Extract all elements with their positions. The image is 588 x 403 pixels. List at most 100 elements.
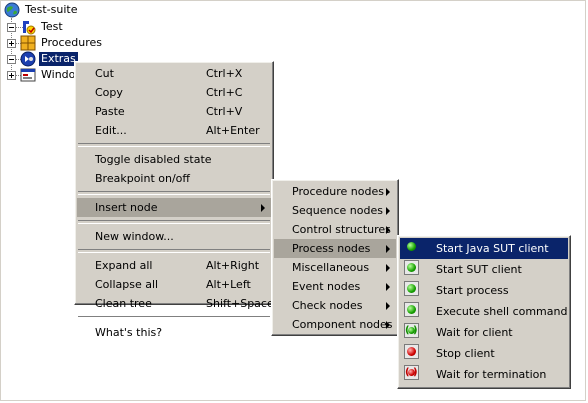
menu-item-edit[interactable]: Edit... Alt+Enter <box>77 121 271 140</box>
collapse-icon[interactable] <box>7 22 16 32</box>
menu-item-cut[interactable]: Cut Ctrl+X <box>77 64 271 83</box>
menu-item-shortcut: Alt+Right <box>206 259 260 272</box>
submenu-arrow-icon <box>386 188 390 196</box>
menu-item-label: Component nodes <box>292 318 393 331</box>
submenu-arrow-icon <box>386 302 390 310</box>
process-item-wait-for-termination[interactable]: ( ) Wait for termination <box>400 364 568 385</box>
submenu-arrow-icon <box>386 321 390 329</box>
process-item-start-sut-client[interactable]: Start SUT client <box>400 259 568 280</box>
menu-item-label: What's this? <box>95 326 163 339</box>
menu-item-label: New window... <box>95 230 174 243</box>
menu-separator <box>78 316 270 320</box>
expand-icon[interactable] <box>7 38 16 48</box>
submenu-item-procedure-nodes[interactable]: Procedure nodes <box>274 182 396 201</box>
menu-item-toggle-disabled[interactable]: Toggle disabled state <box>77 150 271 169</box>
menu-item-insert-node[interactable]: Insert node <box>77 198 271 217</box>
menu-item-shortcut: Ctrl+C <box>206 86 243 99</box>
submenu-item-sequence-nodes[interactable]: Sequence nodes <box>274 201 396 220</box>
green-ball-icon <box>404 302 419 317</box>
menu-item-label: Execute shell command <box>436 305 568 318</box>
menu-item-shortcut: Ctrl+X <box>206 67 243 80</box>
procedures-icon <box>20 35 36 51</box>
globe-icon <box>4 2 20 18</box>
tree-node-label: Test <box>41 20 63 33</box>
menu-separator <box>78 191 270 195</box>
process-item-stop-client[interactable]: Stop client <box>400 343 568 364</box>
menu-item-label: Procedure nodes <box>292 185 384 198</box>
tree-node-root[interactable]: Test-suite <box>4 2 79 18</box>
menu-item-copy[interactable]: Copy Ctrl+C <box>77 83 271 102</box>
menu-separator <box>78 220 270 224</box>
menu-item-label: Paste <box>95 105 125 118</box>
process-nodes-submenu[interactable]: Start Java SUT client Start SUT client S… <box>397 235 571 389</box>
tree-node-extras[interactable]: Extras <box>7 51 79 67</box>
menu-item-breakpoint[interactable]: Breakpoint on/off <box>77 169 271 188</box>
test-icon <box>20 19 36 35</box>
tree-connector <box>16 43 23 44</box>
submenu-item-control-structures[interactable]: Control structures <box>274 220 396 239</box>
menu-item-clean-tree[interactable]: Clean tree Shift+Space <box>77 294 274 313</box>
submenu-item-event-nodes[interactable]: Event nodes <box>274 277 396 296</box>
green-ball-icon <box>404 260 419 275</box>
menu-item-shortcut: Alt+Enter <box>206 124 260 137</box>
menu-item-label: Miscellaneous <box>292 261 370 274</box>
menu-item-collapse-all[interactable]: Collapse all Alt+Left <box>77 275 271 294</box>
menu-item-label: Start process <box>436 284 509 297</box>
submenu-arrow-icon <box>386 283 390 291</box>
windows-icon <box>20 67 36 83</box>
submenu-item-check-nodes[interactable]: Check nodes <box>274 296 396 315</box>
process-item-execute-shell-command[interactable]: Execute shell command <box>400 301 568 322</box>
menu-item-label: Wait for termination <box>436 368 547 381</box>
menu-item-label: Start Java SUT client <box>436 242 549 255</box>
menu-separator <box>78 143 270 147</box>
menu-item-expand-all[interactable]: Expand all Alt+Right <box>77 256 271 275</box>
tree-node-label: Extras <box>38 51 79 67</box>
expand-icon[interactable] <box>7 70 16 80</box>
menu-item-label: Toggle disabled state <box>95 153 212 166</box>
extras-icon <box>20 51 36 67</box>
wait-green-icon: ( ) <box>404 323 419 338</box>
submenu-item-miscellaneous[interactable]: Miscellaneous <box>274 258 396 277</box>
menu-item-label: Collapse all <box>95 278 159 291</box>
menu-item-shortcut: Ctrl+V <box>206 105 243 118</box>
menu-item-paste[interactable]: Paste Ctrl+V <box>77 102 271 121</box>
green-ball-icon <box>404 281 419 296</box>
menu-item-label: Clean tree <box>95 297 152 310</box>
menu-item-label: Process nodes <box>292 242 371 255</box>
submenu-arrow-icon <box>386 226 390 234</box>
tree-node-label: Test-suite <box>25 3 78 16</box>
process-item-start-process[interactable]: Start process <box>400 280 568 301</box>
tree-connector <box>16 27 23 28</box>
process-item-start-java-sut-client[interactable]: Start Java SUT client <box>400 238 568 259</box>
submenu-arrow-icon <box>386 245 390 253</box>
submenu-item-process-nodes[interactable]: Process nodes <box>274 239 396 258</box>
menu-item-label: Edit... <box>95 124 127 137</box>
green-ball-icon <box>404 239 419 254</box>
menu-item-label: Check nodes <box>292 299 363 312</box>
menu-item-new-window[interactable]: New window... <box>77 227 271 246</box>
menu-item-label: Start SUT client <box>436 263 522 276</box>
menu-item-label: Sequence nodes <box>292 204 383 217</box>
menu-item-shortcut: Alt+Left <box>206 278 251 291</box>
process-item-wait-for-client[interactable]: ( ) Wait for client <box>400 322 568 343</box>
insert-node-submenu[interactable]: Procedure nodes Sequence nodes Control s… <box>271 179 399 336</box>
tree-node-procedures[interactable]: Procedures <box>7 35 104 51</box>
tree-connector <box>16 75 23 76</box>
submenu-arrow-icon <box>386 264 390 272</box>
collapse-icon[interactable] <box>7 54 16 64</box>
menu-item-label: Event nodes <box>292 280 361 293</box>
submenu-item-component-nodes[interactable]: Component nodes <box>274 315 396 334</box>
menu-item-label: Copy <box>95 86 123 99</box>
tree-node-test[interactable]: Test <box>7 19 65 35</box>
menu-item-shortcut: Shift+Space <box>206 297 274 310</box>
menu-item-label: Insert node <box>95 201 158 214</box>
tree-connector <box>11 18 12 78</box>
red-ball-icon <box>404 344 419 359</box>
wait-red-icon: ( ) <box>404 365 419 380</box>
menu-item-label: Wait for client <box>436 326 513 339</box>
menu-item-label: Control structures <box>292 223 391 236</box>
menu-item-label: Expand all <box>95 259 153 272</box>
context-menu[interactable]: Cut Ctrl+X Copy Ctrl+C Paste Ctrl+V Edit… <box>74 61 274 339</box>
menu-item-label: Cut <box>95 67 114 80</box>
menu-item-whats-this[interactable]: What's this? <box>77 323 271 342</box>
